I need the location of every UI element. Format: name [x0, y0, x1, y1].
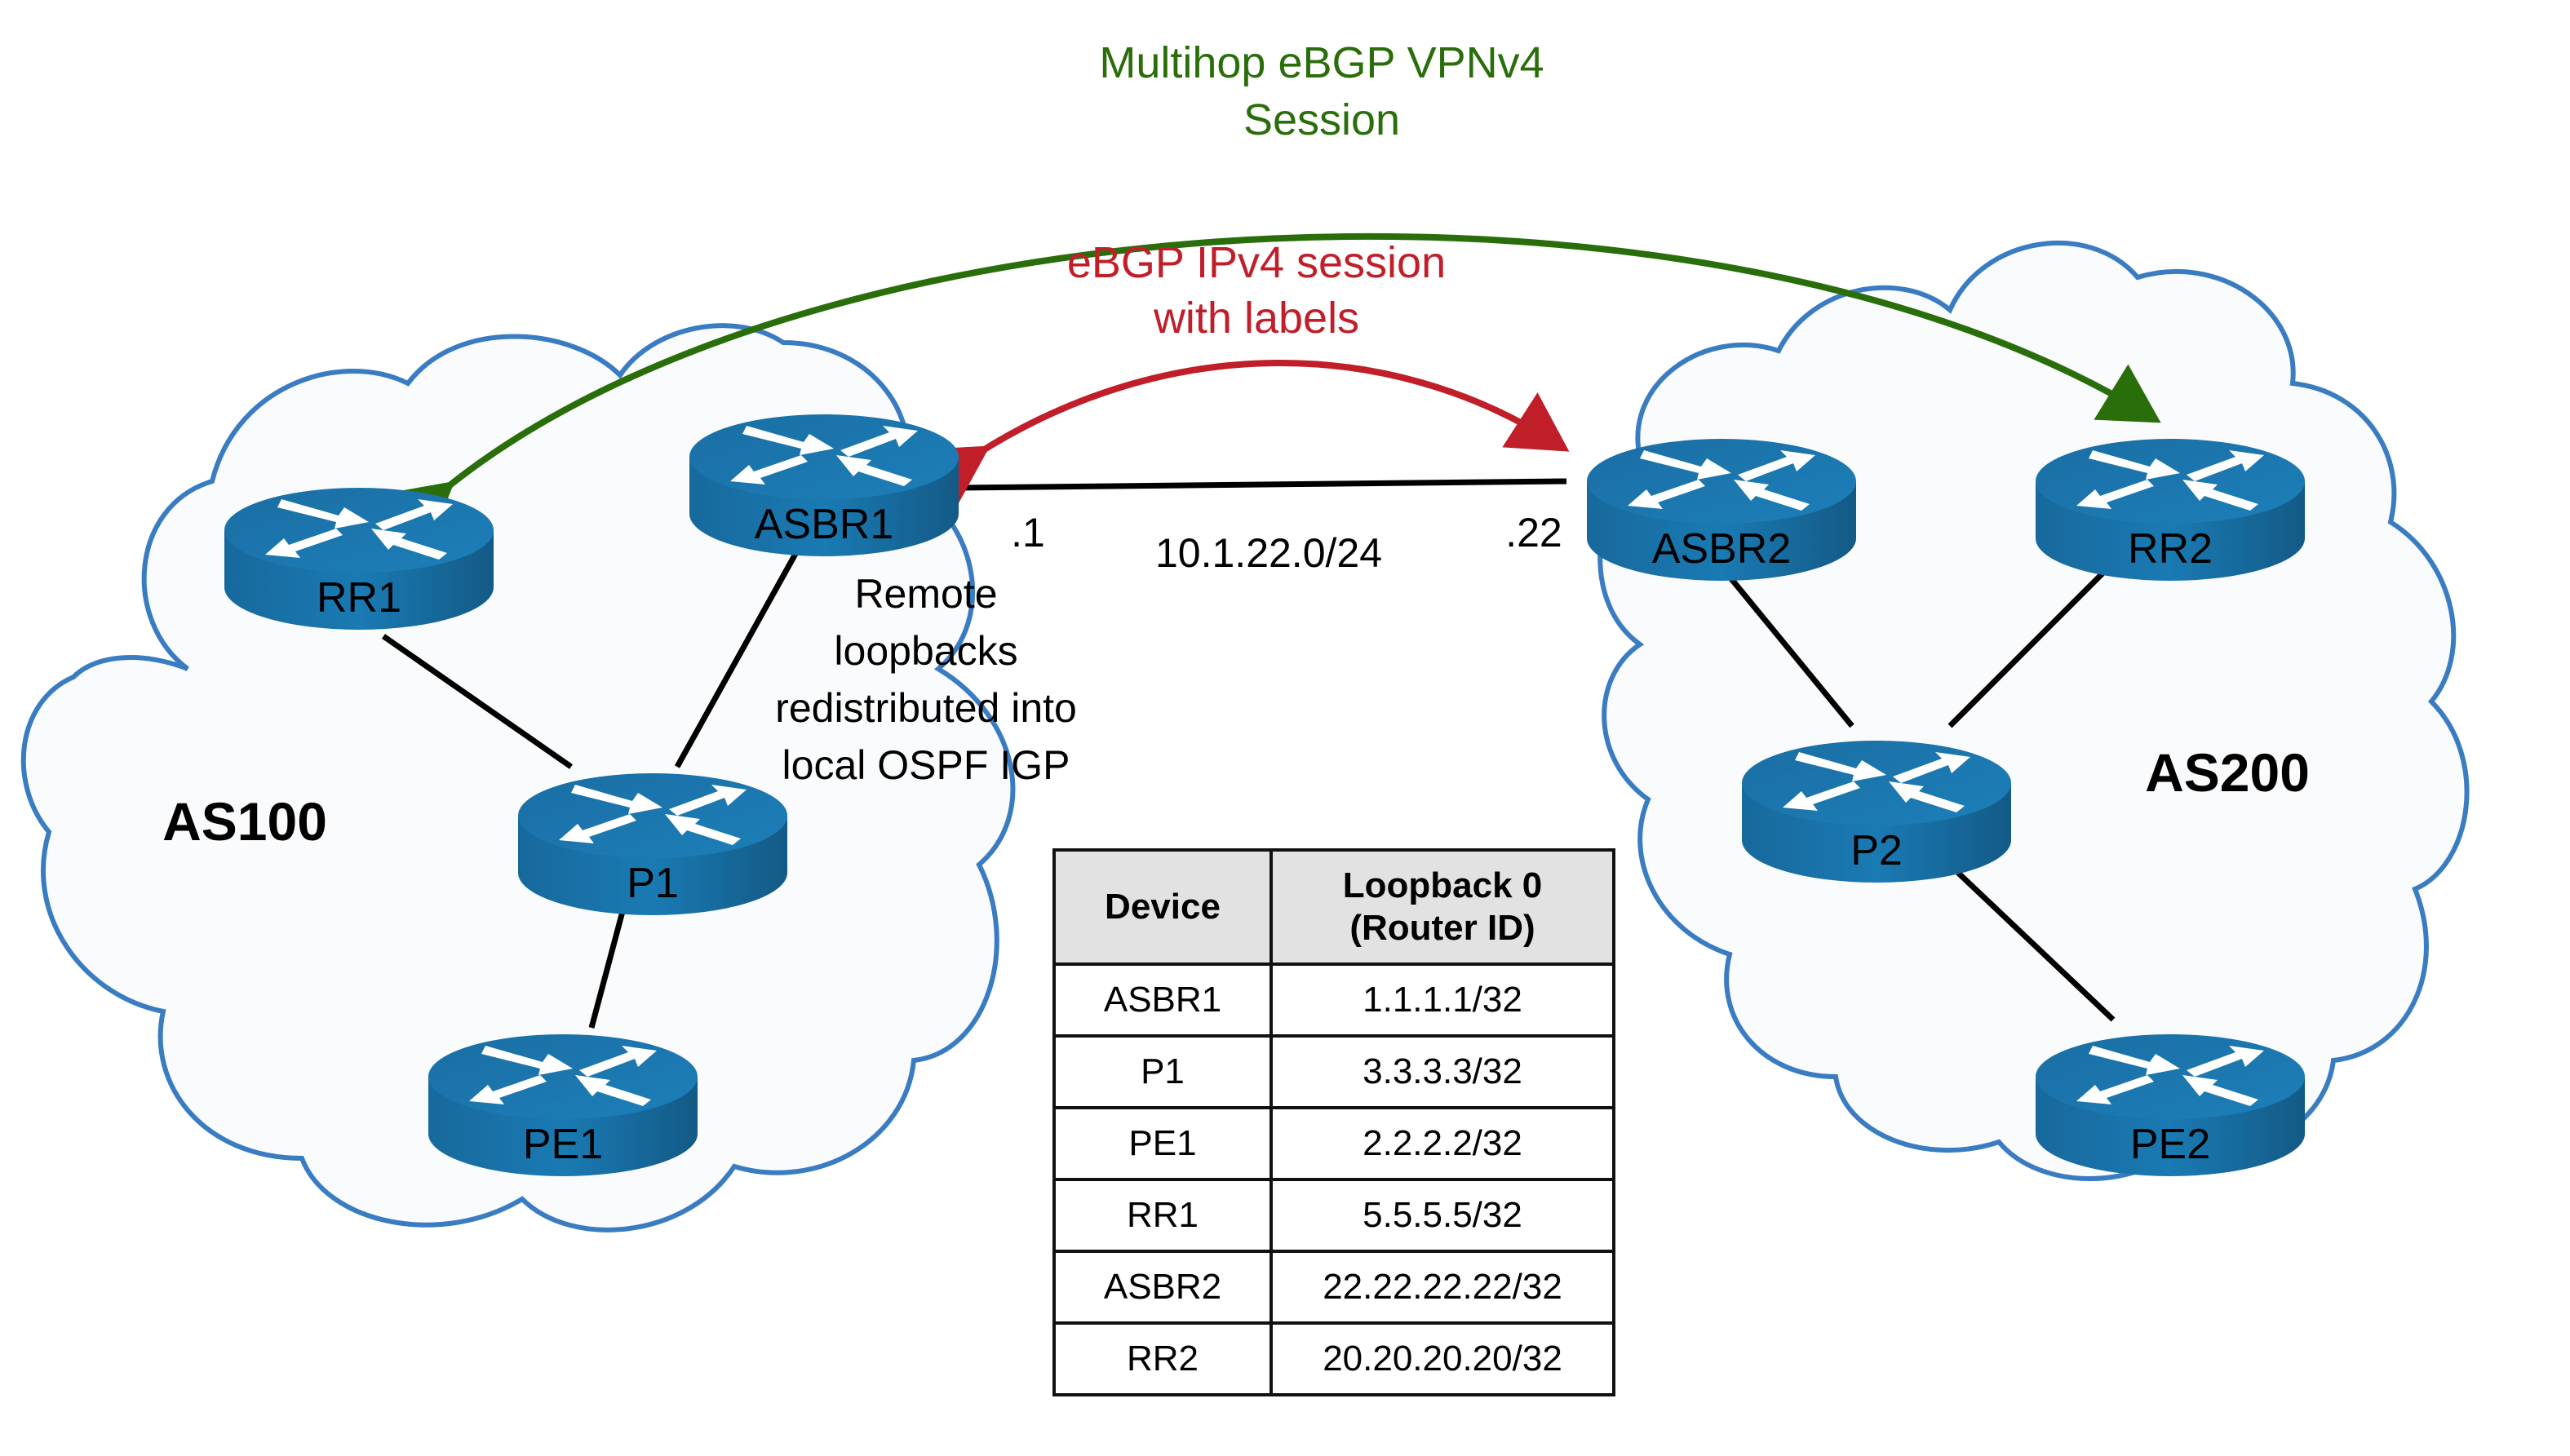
cell-loopback: 1.1.1.1/32	[1269, 963, 1615, 1038]
ebgp-label-line1: eBGP IPv4 session	[1067, 238, 1446, 287]
multihop-label-line2: Session	[1243, 95, 1400, 144]
cell-device: P1	[1052, 1034, 1273, 1109]
as200-cloud	[1597, 240, 2470, 1181]
router-label-p1: P1	[627, 860, 679, 907]
link-asbr1-asbr2	[958, 478, 1567, 491]
asbr2-host-label: .22	[1505, 510, 1562, 555]
remote-note-line1: Remote	[854, 571, 997, 617]
ebgp-label-line2: with labels	[1153, 294, 1359, 343]
router-label-asbr1: ASBR1	[755, 501, 894, 548]
cell-device: ASBR2	[1052, 1250, 1273, 1325]
router-label-rr2: RR2	[2128, 525, 2213, 573]
table-header-row: Device Loopback 0(Router ID)	[1052, 848, 1615, 966]
link-asbr1-p1	[674, 545, 803, 768]
header-device: Device	[1052, 848, 1273, 966]
header-loopback-line1: Loopback 0	[1342, 865, 1543, 905]
cell-device: ASBR1	[1052, 963, 1273, 1038]
cell-loopback: 2.2.2.2/32	[1269, 1106, 1615, 1181]
cell-loopback: 22.22.22.22/32	[1269, 1250, 1615, 1325]
link-p1-pe1	[588, 905, 627, 1029]
header-loopback: Loopback 0(Router ID)	[1269, 848, 1615, 966]
multihop-vpnv4-arrow	[388, 232, 2161, 544]
remote-note-line4: local OSPF IGP	[782, 742, 1070, 788]
header-loopback-line2: (Router ID)	[1349, 908, 1535, 948]
router-label-p2: P2	[1850, 827, 1903, 874]
as100-label: AS100	[162, 791, 327, 852]
cell-device: RR1	[1052, 1178, 1273, 1253]
link-p2-pe2	[1956, 870, 2116, 1022]
link-rr1-p1	[382, 634, 573, 769]
cell-device: RR2	[1052, 1321, 1273, 1396]
link-asbr2-p2	[1719, 564, 1854, 728]
subnet-label: 10.1.22.0/24	[1155, 530, 1382, 576]
router-label-pe1: PE1	[523, 1121, 603, 1168]
asbr1-host-label: .1	[1011, 510, 1045, 555]
router-label-asbr2: ASBR2	[1652, 525, 1792, 573]
cell-device: PE1	[1052, 1106, 1273, 1181]
cell-loopback: 5.5.5.5/32	[1269, 1178, 1615, 1253]
cell-loopback: 20.20.20.20/32	[1269, 1321, 1615, 1396]
multihop-label-line1: Multihop eBGP VPNv4	[1099, 38, 1544, 87]
router-label-pe2: PE2	[2130, 1121, 2210, 1168]
cell-loopback: 3.3.3.3/32	[1269, 1034, 1615, 1109]
remote-note-line3: redistributed into	[775, 685, 1077, 731]
remote-note-line2: loopbacks	[834, 628, 1017, 674]
link-rr2-p2	[1947, 569, 2107, 728]
as200-label: AS200	[2145, 742, 2310, 803]
router-label-rr1: RR1	[317, 574, 401, 622]
ebgp-ipv4-arrow	[923, 359, 1570, 505]
